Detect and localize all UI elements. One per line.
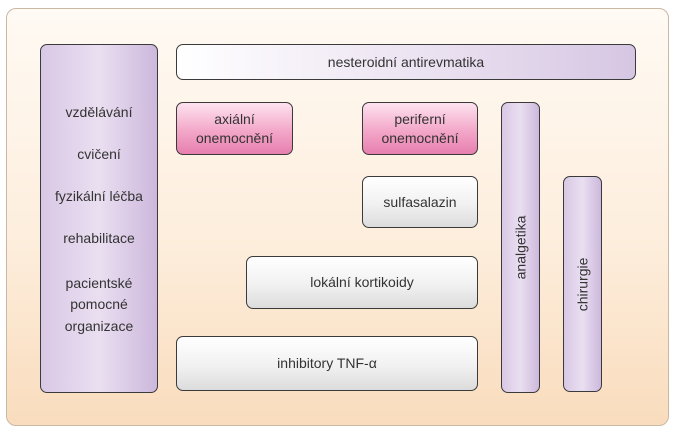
sulfasalazine-label: sulfasalazin: [383, 193, 457, 210]
patient-organizations-line-2: pomocné: [70, 296, 128, 313]
sulfasalazine-box: sulfasalazin: [362, 176, 478, 228]
nsaids-label: nesteroidní antirevmatika: [327, 53, 485, 70]
diagram-panel: vzdělávání cvičení fyzikální léčba rehab…: [6, 8, 669, 426]
surgery-label: chirurgie: [574, 257, 591, 311]
patient-organizations-line-3: organizace: [64, 317, 134, 334]
patient-organizations-line-1: pacientské: [65, 274, 133, 291]
axial-disease-line-1: axiální: [214, 110, 255, 127]
rehabilitation-label: rehabilitace: [63, 229, 135, 246]
surgery-box: chirurgie: [563, 176, 602, 392]
analgesics-label: analgetika: [512, 215, 529, 280]
peripheral-disease-box: periferní onemocnění: [362, 102, 478, 155]
physical-therapy-label: fyzikální léčba: [55, 187, 143, 204]
axial-disease-line-2: onemocnění: [195, 129, 274, 146]
tnf-inhibitors-label: inhibitory TNF-α: [277, 355, 377, 372]
patient-organizations-label: pacientské pomocné organizace: [65, 273, 134, 338]
local-corticoids-box: lokální kortikoidy: [246, 256, 478, 309]
analgesics-box: analgetika: [501, 102, 540, 393]
exercise-label: cvičení: [77, 145, 121, 162]
non-pharmacological-column: vzdělávání cvičení fyzikální léčba rehab…: [40, 44, 158, 393]
nsaids-box: nesteroidní antirevmatika: [176, 44, 636, 80]
axial-disease-box: axiální onemocnění: [176, 102, 293, 155]
peripheral-disease-line-1: periferní: [394, 110, 446, 127]
peripheral-disease-line-2: onemocnění: [381, 129, 459, 146]
education-label: vzdělávání: [65, 104, 133, 120]
tnf-inhibitors-box: inhibitory TNF-α: [176, 336, 478, 391]
local-corticoids-label: lokální kortikoidy: [310, 274, 414, 291]
